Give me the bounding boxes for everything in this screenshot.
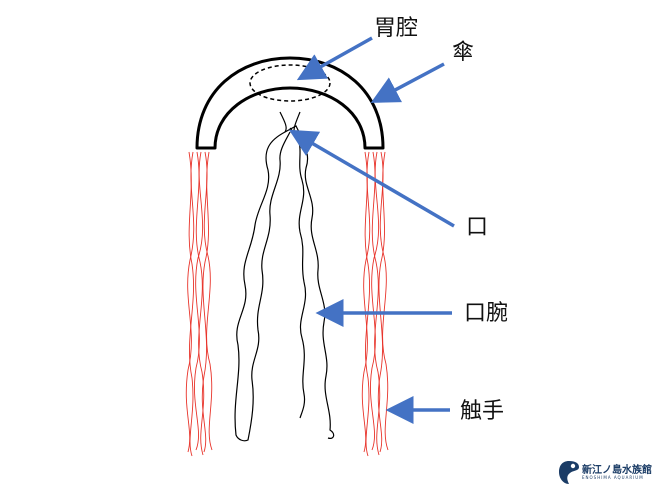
aquarium-logo: 新江ノ島水族館 ENOSHIMA AQUARIUM [558, 458, 654, 488]
oral-arms [234, 111, 335, 442]
tentacles-left [185, 151, 213, 457]
label-oral-arm: 口腕 [464, 301, 509, 326]
label-tentacle: 触手 [460, 399, 505, 424]
logo-mark-icon [559, 461, 579, 484]
logo-name: 新江ノ島水族館 [582, 465, 652, 476]
label-mouth: 口 [466, 215, 489, 240]
tentacles-right [361, 151, 389, 457]
arrow-mouth [288, 129, 455, 228]
stomach-cavity [249, 64, 331, 102]
label-stomach-cavity: 胃腔 [374, 16, 419, 41]
umbrella-bell [195, 56, 385, 150]
arrow-stomach [296, 36, 373, 81]
logo-subtitle: ENOSHIMA AQUARIUM [582, 475, 644, 480]
label-umbrella: 傘 [452, 40, 475, 65]
arrow-umbrella [370, 62, 445, 103]
pointer-arrows [288, 36, 455, 424]
